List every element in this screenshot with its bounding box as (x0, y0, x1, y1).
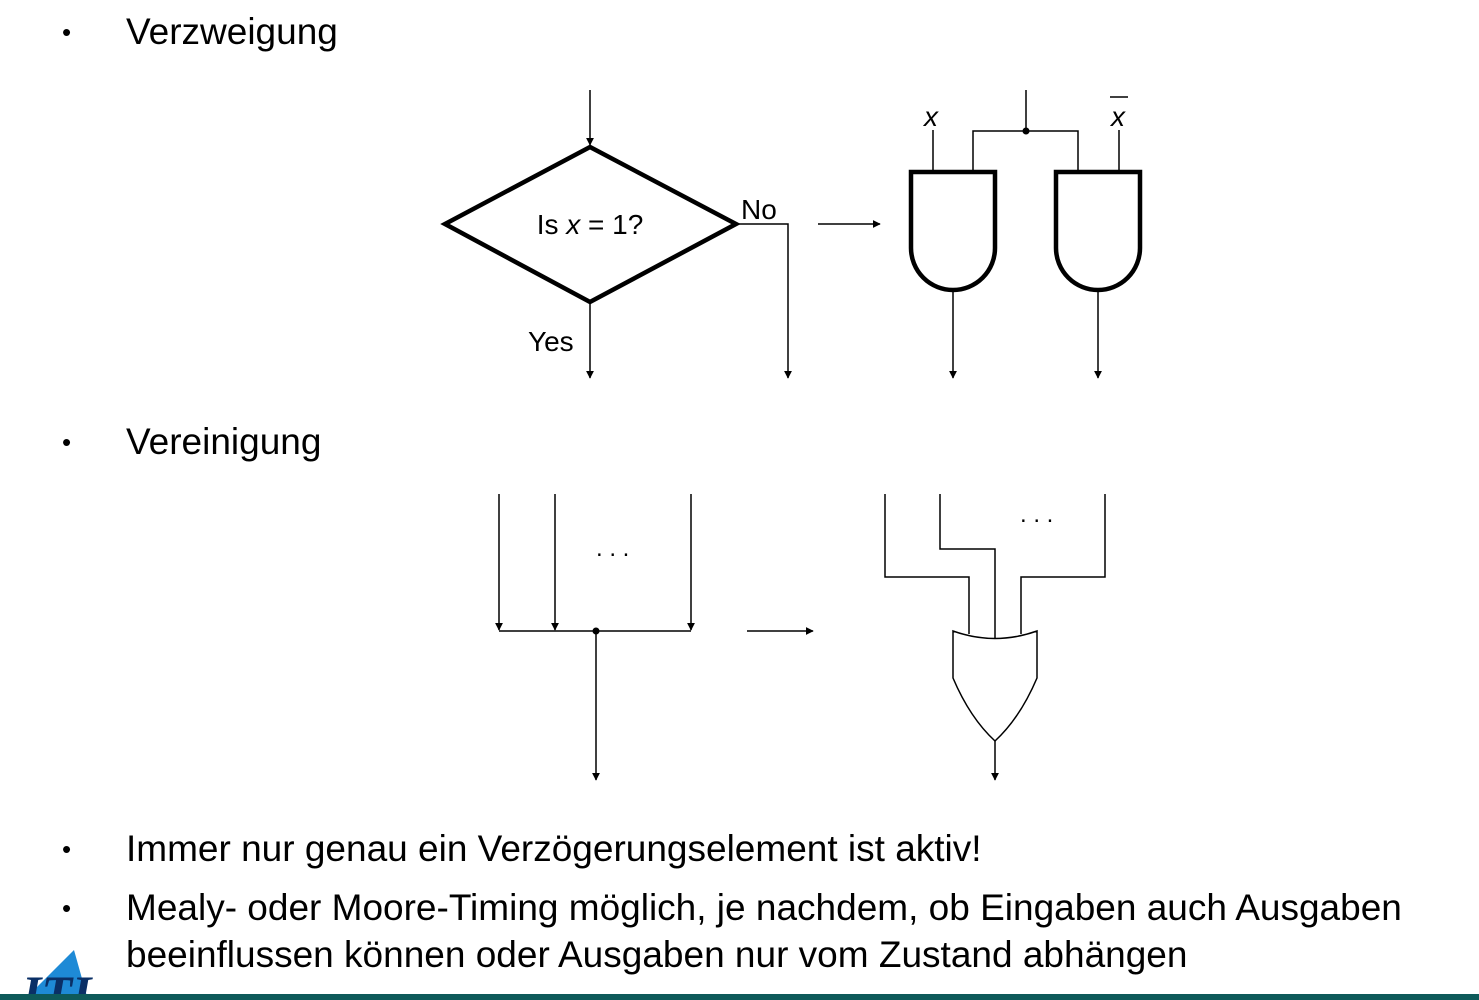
no-label: No (741, 194, 777, 225)
footer-bar (0, 994, 1479, 1000)
heading-verzweigung: Verzweigung (126, 11, 338, 52)
text-timing-line1: Mealy- oder Moore-Timing möglich, je nac… (126, 887, 1402, 928)
text-timing-line2: beeinflussen können oder Ausgaben nur vo… (126, 934, 1188, 975)
x-input-label: x (922, 101, 939, 132)
bullet-marker: • (62, 834, 72, 864)
xbar-input-label: x (1109, 101, 1126, 132)
merge-flowchart (495, 494, 695, 781)
split-wire (972, 130, 1079, 172)
or-input-wire-2 (939, 494, 996, 638)
heading-vereinigung: Vereinigung (126, 421, 322, 462)
decision-label: Is x = 1? (537, 209, 644, 240)
and-gate-right (1053, 169, 1143, 293)
bullet-marker: • (62, 427, 72, 457)
bullet-marker: • (62, 893, 72, 923)
text-aktiv: Immer nur genau ein Verzögerungselement … (126, 828, 982, 869)
or-ellipsis: . . . (1020, 501, 1053, 528)
or-gate-circuit (884, 494, 1106, 781)
no-arrow (736, 223, 792, 379)
merge-ellipsis: . . . (596, 535, 629, 562)
decision-var: x (564, 209, 581, 240)
and-gate-left (908, 169, 998, 293)
logo-triangle (24, 950, 88, 1000)
junction-dot (1022, 127, 1030, 135)
decision-suffix: = 1? (580, 209, 643, 240)
or-gate (952, 629, 1038, 743)
and-gate-circuit (908, 90, 1143, 379)
decision-prefix: Is (537, 209, 567, 240)
yes-label: Yes (528, 326, 574, 357)
or-input-wire-n (1020, 494, 1106, 634)
flowchart-branch (440, 90, 792, 379)
iti-logo: ITI (21, 950, 93, 1000)
or-input-wire-1 (884, 494, 970, 634)
bullet-marker: • (62, 17, 72, 47)
